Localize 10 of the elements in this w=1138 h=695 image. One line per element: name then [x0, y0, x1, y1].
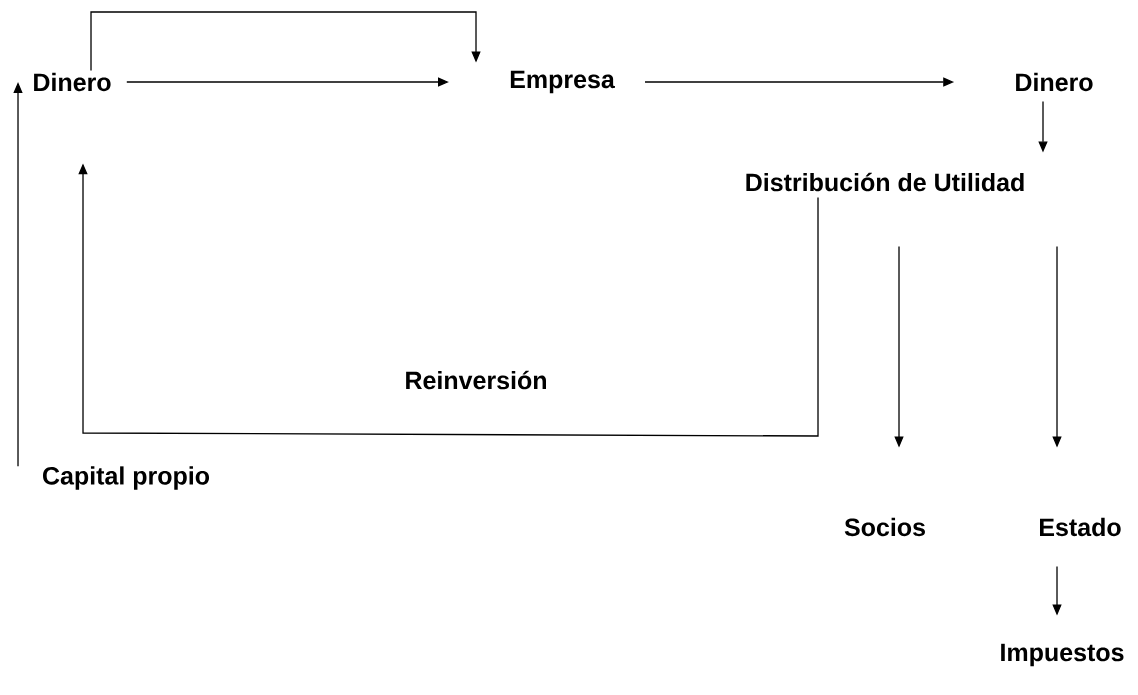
arrow	[90, 11, 481, 72]
flow-label: Empresa	[510, 70, 615, 94]
flow-label: Socios	[844, 517, 925, 537]
flow-label: Dinero	[1016, 72, 1093, 92]
flow-label: Dinero	[34, 72, 111, 92]
flow-label: Distribución de Utilidad	[746, 172, 1024, 192]
flow-label: Impuestos	[1001, 643, 1124, 667]
flow-label: Estado	[1040, 517, 1121, 537]
edge-label: Reinversión	[406, 370, 546, 390]
flow-label: Capital propio	[43, 466, 210, 490]
